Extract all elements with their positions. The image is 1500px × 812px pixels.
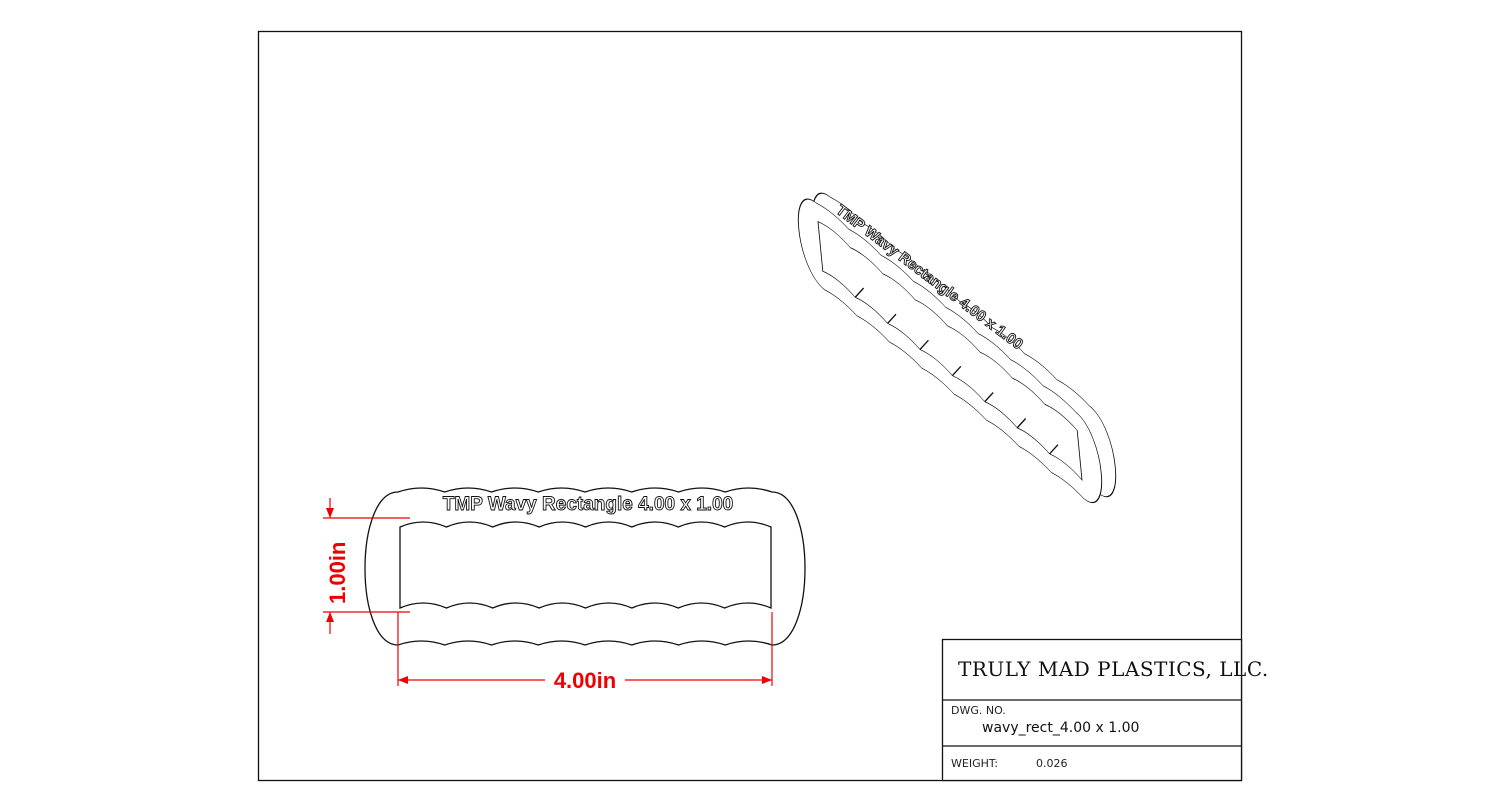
rib-line — [854, 287, 865, 298]
weight-label: WEIGHT: — [951, 757, 998, 770]
inner-wavy-outline — [399, 521, 772, 609]
weight-value: 0.026 — [1036, 757, 1068, 770]
rib-line — [1049, 444, 1059, 455]
dwg-no-label: DWG. NO. — [951, 704, 1006, 717]
rib-line — [951, 365, 962, 377]
sheet-border — [257, 30, 1243, 782]
height-dimension: 1.00in — [323, 498, 410, 634]
rib-line — [1016, 418, 1027, 429]
front-view: TMP Wavy Rectangle 4.00 x 1.00 — [364, 487, 806, 646]
dwg-no-value: wavy_rect_4.00 x 1.00 — [982, 720, 1139, 736]
title-block: TRULY MAD PLASTICS, LLC. DWG. NO. wavy_r… — [941, 638, 1269, 782]
width-dimension: 4.00in — [397, 612, 773, 693]
engraving-text: TMP Wavy Rectangle 4.00 x 1.00 — [443, 494, 733, 515]
isometric-front-face — [797, 198, 1103, 503]
company-name: TRULY MAD PLASTICS, LLC. — [958, 657, 1269, 681]
width-dimension-label: 4.00in — [554, 668, 616, 693]
isometric-view: TMP Wavy Rectangle 4.00 x 1.00 — [797, 192, 1117, 503]
rib-line — [984, 391, 994, 403]
rib-line — [919, 339, 929, 351]
height-dimension-label: 1.00in — [325, 542, 350, 604]
rib-line — [887, 313, 897, 324]
